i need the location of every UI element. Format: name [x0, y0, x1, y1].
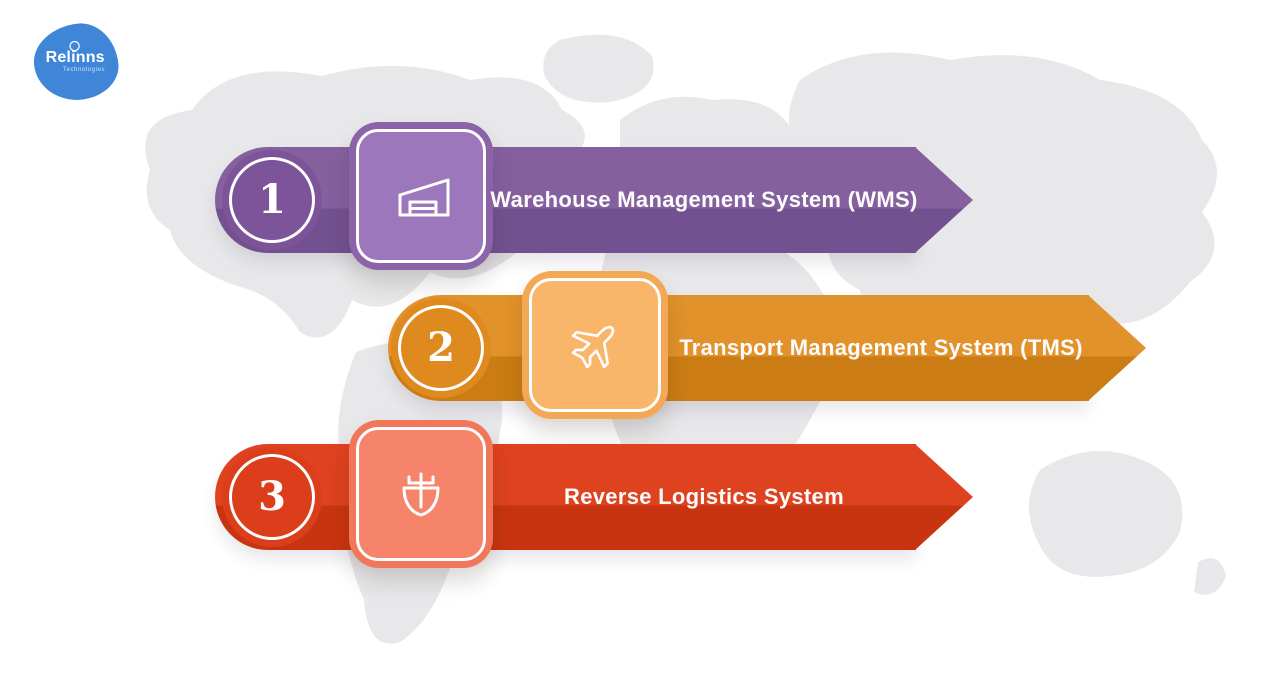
brand-i: i [69, 40, 80, 66]
step-icon-tile [522, 271, 668, 419]
banner-bar [215, 147, 916, 253]
lightbulb-icon [69, 40, 80, 52]
map-new-zealand [1194, 558, 1226, 595]
step-number: 3 [258, 473, 286, 520]
step-number-badge: 1 [222, 150, 322, 250]
step-number-badge: 2 [391, 298, 491, 398]
step-number: 2 [427, 324, 455, 371]
map-australia [1029, 451, 1183, 577]
warehouse-icon [398, 178, 450, 217]
banner-bar [388, 295, 1089, 401]
map-asia [789, 52, 1217, 365]
arrow-right-icon [915, 444, 973, 550]
step-label: Reverse Logistics System [564, 484, 844, 509]
step-label: Transport Management System (TMS) [679, 335, 1083, 360]
step-number: 1 [258, 176, 286, 223]
ship-icon [402, 472, 440, 517]
step-icon-tile [349, 420, 493, 568]
airplane-icon [571, 325, 615, 369]
map-greenland [543, 34, 654, 103]
step-icon-tile [349, 122, 493, 270]
step-number-badge: 3 [222, 447, 322, 547]
step-label: Warehouse Management System (WMS) [490, 187, 918, 212]
brand-tagline: Technologies [62, 67, 105, 74]
banner-bar [215, 444, 916, 550]
